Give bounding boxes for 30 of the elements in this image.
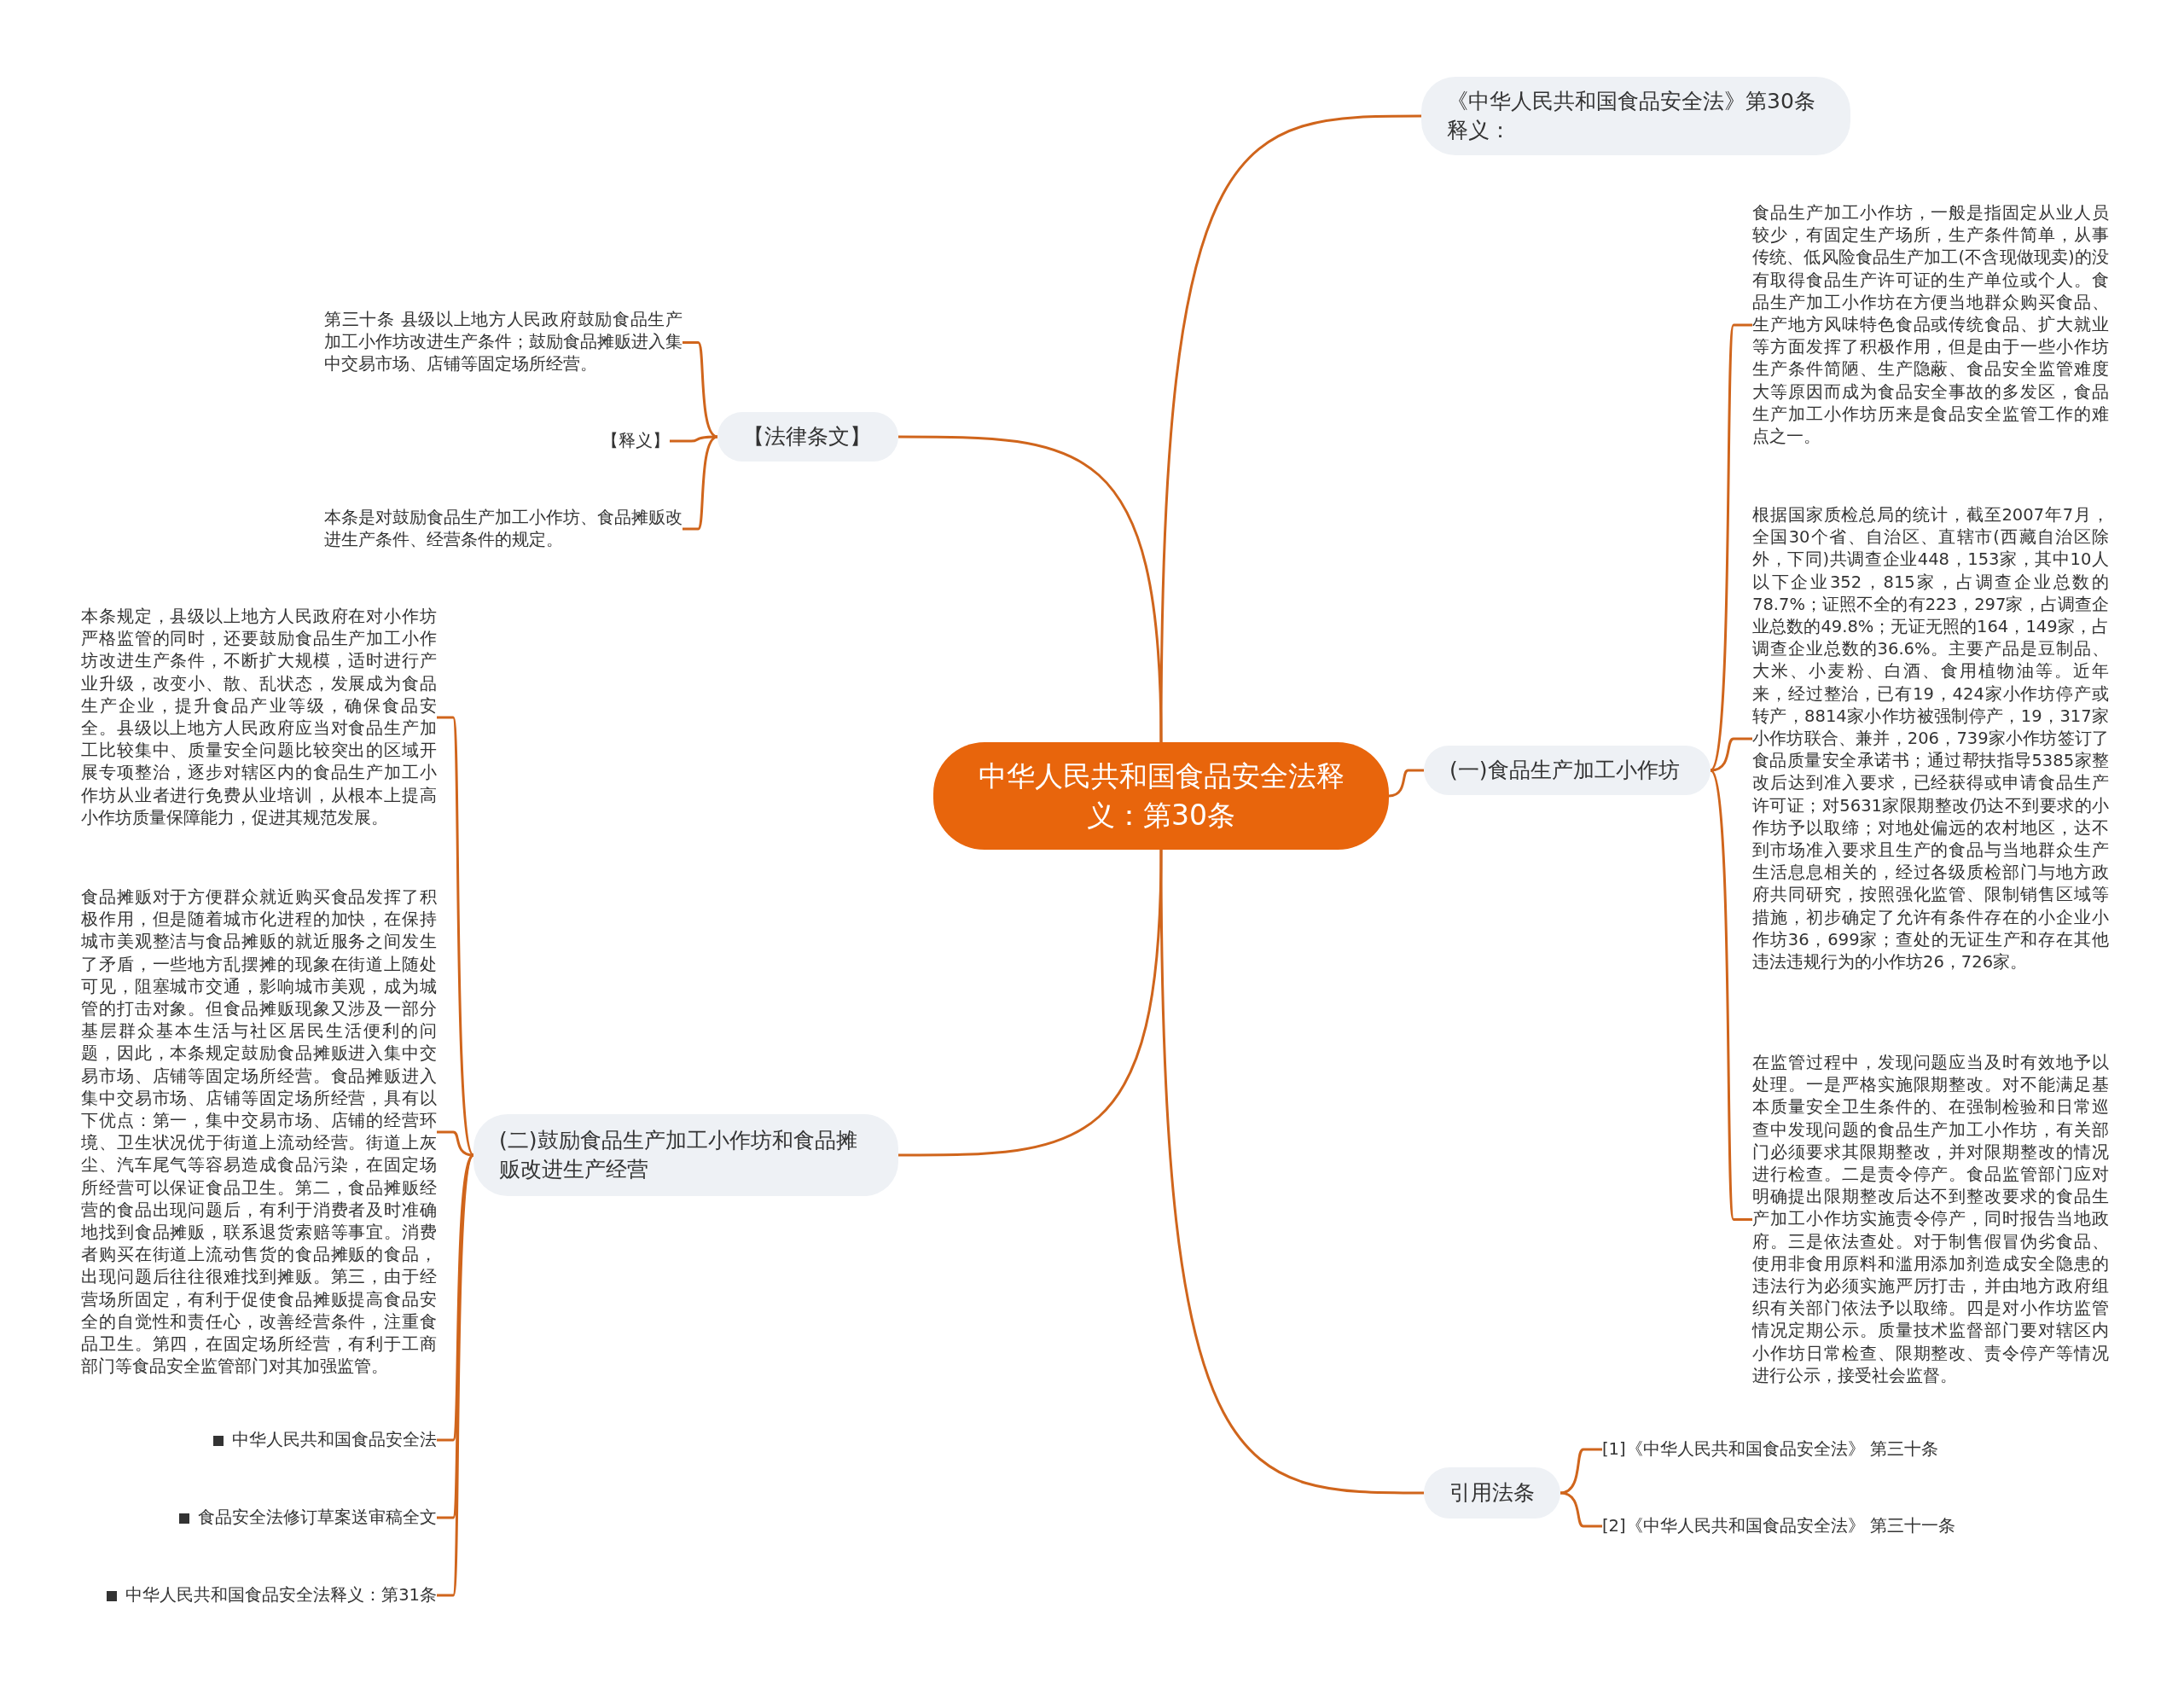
text-note: 本条是对鼓励食品生产加工小作坊、食品摊贩改进生产条件、经营条件的规定。 <box>324 507 682 552</box>
topic-box: 《中华人民共和国食品安全法》第30条释义： <box>1421 77 1850 155</box>
topic-box: 【法律条文】 <box>717 412 898 462</box>
connector <box>437 1154 475 1597</box>
connector <box>898 435 1163 743</box>
text-note: [1]《中华人民共和国食品安全法》 第三十条 <box>1602 1438 1960 1461</box>
link-text: 中华人民共和国食品安全法释义：第31条 <box>125 1585 437 1605</box>
connector <box>1710 737 1752 772</box>
text-note: [2]《中华人民共和国食品安全法》 第三十一条 <box>1602 1515 1960 1538</box>
connector <box>1560 1491 1602 1528</box>
text-note: 【释义】 <box>597 430 670 453</box>
connector <box>437 716 475 1156</box>
text-note: 本条规定，县级以上地方人民政府在对小作坊严格监管的同时，还要鼓励食品生产加工小作坊改进生产条件，不断扩大规模，适时进行产业升级，改变小、散、乱状态，发展成为食品生产企业，提升食品产业等级，确保食品安全。县级以上地方人民政府应当对食品生产加工比较集中、质量安全问题比较突出的区域开展专项整治，逐步对辖区内的食品生产加工小作坊从业者进行免费从业培训，从根本上提高小作坊质量保障能力，促进其规范发展。 <box>81 606 437 830</box>
connector <box>437 1130 474 1157</box>
central-topic: 中华人民共和国食品安全法释义：第30条 <box>933 742 1389 850</box>
text-note: 食品生产加工小作坊，一般是指固定从业人员较少，有固定生产场所，生产条件简单，从事传统、低风险食品生产加工(不含现做现卖)的没有取得食品生产许可证的生产单位或个人。食品生产加工小作坊在方便当地群众购买食品、生产地方风味特色食品或传统食品、扩大就业等方面发挥了积极作用，但是由于一些小作坊生产条件简陋、生产隐蔽、食品安全监管难度大等原因而成为食品安全事故的多发区，食品生产加工小作坊历来是食品安全监管工作的难点之一。 <box>1752 202 2109 449</box>
topic-box: (一)食品生产加工小作坊 <box>1424 746 1711 795</box>
topic-box: (二)鼓励食品生产加工小作坊和食品摊贩改进生产经营 <box>473 1114 898 1196</box>
connector <box>1388 769 1424 798</box>
text-note: 第三十条 县级以上地方人民政府鼓励食品生产加工小作坊改进生产条件；鼓励食品摊贩进入集中交易市场、店铺等固定场所经营。 <box>324 309 682 376</box>
connector <box>898 849 1163 1157</box>
topic-box: 引用法条 <box>1424 1467 1560 1519</box>
link-text: 中华人民共和国食品安全法 <box>232 1430 437 1449</box>
text-note: 在监管过程中，发现问题应当及时有效地予以处理。一是严格实施限期整改。对不能满足基本质量安全卫生条件的、在强制检验和日常巡查中发现问题的食品生产加工小作坊，有关部门必须要求其限期整改，并对限期整改的情况进行检查。二是责令停产。食品监管部门应对明确提出限期整改后达不到整改要求的食品生产加工小作坊实施责令停产，同时报告当地政府。三是依法查处。对于制售假冒伪劣食品、使用非食用原料和滥用添加剂造成安全隐患的违法行为必须实施严厉打击，并由地方政府组织有关部门依法予以取缔。四是对小作坊监管情况定期公示。质量技术监督部门要对辖区内小作坊日常检查、限期整改、责令停产等情况进行公示，接受社会监督。 <box>1752 1052 2109 1388</box>
link-text: 食品安全法修订草案送审稿全文 <box>198 1507 437 1527</box>
connector <box>1560 1448 1602 1495</box>
text-note: 根据国家质检总局的统计，截至2007年7月，全国30个省、自治区、直辖市(西藏自治区除外，下同)共调查企业448，153家，其中10人以下企业352，815家，占调查企业总数的78.7%；证照不全的有223，297家，占调查企业总数的49.8%；无证无照的164，149家，占调查企业总数的36.6%。主要产品是豆制品、大米、小麦粉、白酒、食用植物油等。近年来，经过整治，已有19，424家小作坊停产或转产，8814家小作坊被强制停产，19，317家小作坊联合、兼并，206，739家小作坊签订了食品质量安全承诺书；通过帮扶指导5385家整改后达到准入要求，已经获得或申请食品生产许可证；对5631家限期整改仍达不到要求的小作坊予以取缔；对地处偏远的农村地区，达不到市场准入要求且生产的食品与当地群众生产生活息息相关的，经过各级质检部门与地方政府共同研究，按照强化监管、限制销售区域等措施，初步确定了允许有条件存在的小企业小作坊36，699家；查处的无证生产和存在其他违法违规行为的小作坊26，726家。 <box>1752 504 2109 974</box>
text-note: 食品摊贩对于方便群众就近购买食品发挥了积极作用，但是随着城市化进程的加快，在保持城市美观整洁与食品摊贩的就近服务之间发生了矛盾，一些地方乱摆摊的现象在街道上随处可见，阻塞城市交通，影响城市美观，成为城管的打击对象。但食品摊贩现象又涉及一部分基层群众基本生活与社区居民生活便利的问题，因此，本条规定鼓励食品摊贩进入集中交易市场、店铺等固定场所经营。食品摊贩进入集中交易市场、店铺等固定场所经营，具有以下优点：第一，集中交易市场、店铺的经营环境、卫生状况优于街道上流动经营。街道上灰尘、汽车尾气等容易造成食品污染，在固定场所经营可以保证食品卫生。第二，食品摊贩经营的食品出现问题后，有利于消费者及时准确地找到食品摊贩，联系退货索赔等事宜。消费者购买在街道上流动售货的食品摊贩的食品，出现问题后往往很难找到摊贩。第三，由于经营场所固定，有利于促使食品摊贩提高食品安全的自觉性和责任心，改善经营条件，注重食品卫生。第四，在固定场所经营，有利于工商部门等食品安全监管部门对其加强监管。 <box>81 886 437 1379</box>
connector <box>1159 850 1424 1495</box>
connector <box>1709 770 1752 1221</box>
